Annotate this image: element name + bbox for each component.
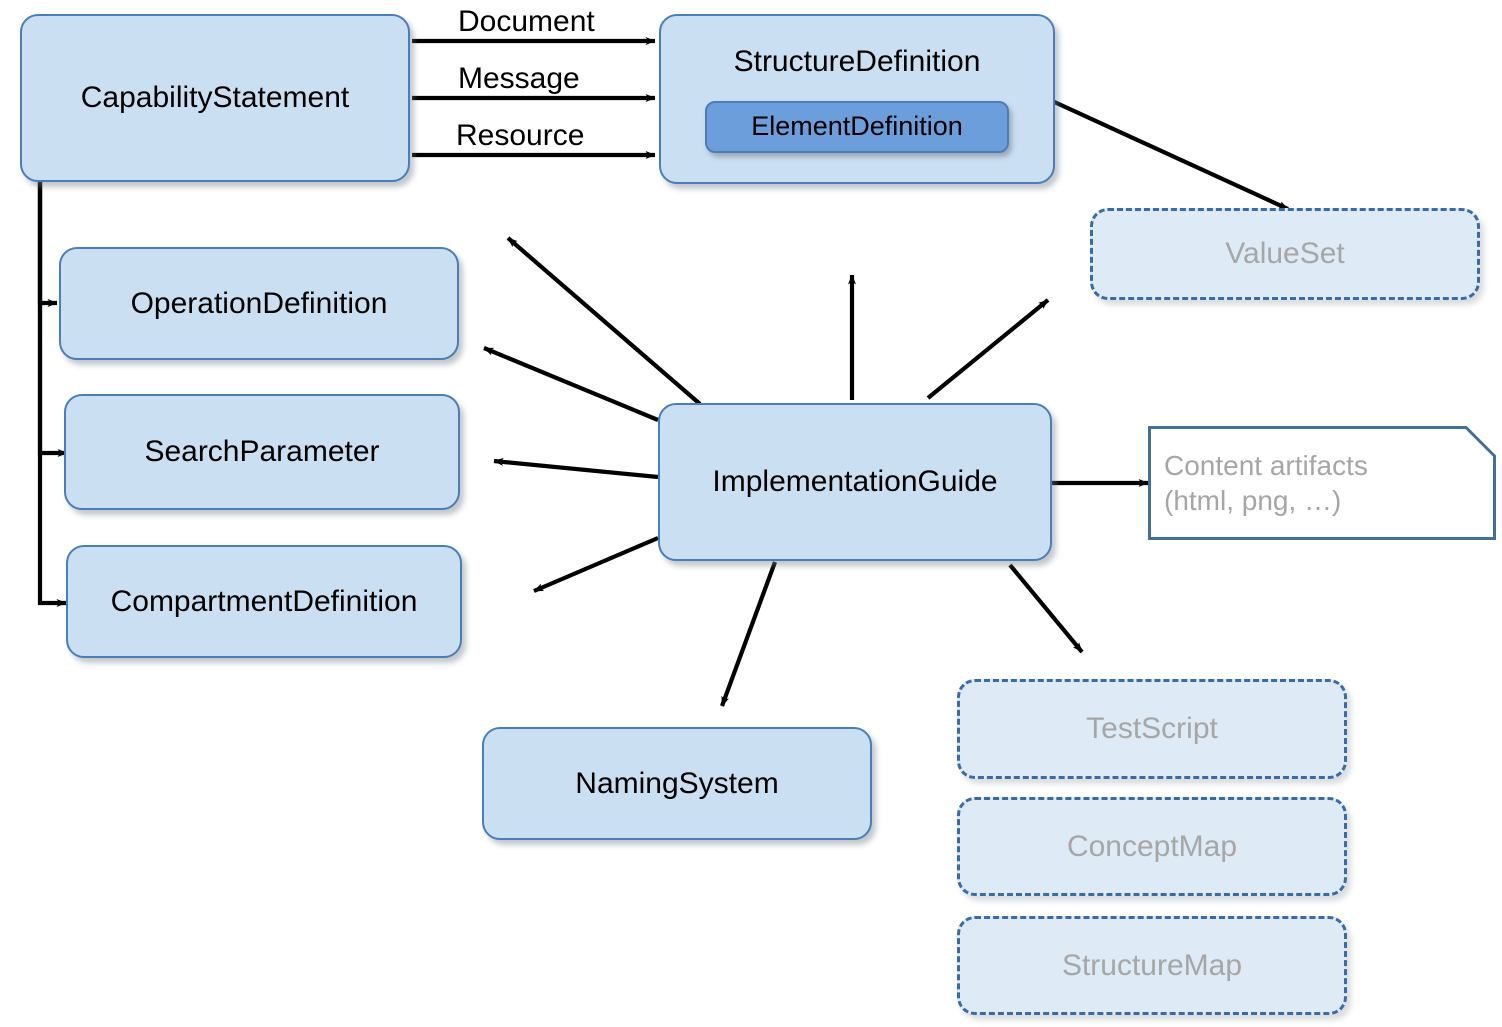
node-concept-map[interactable]: ConceptMap	[957, 797, 1347, 896]
edge-label-message: Message	[458, 62, 580, 95]
node-naming-system[interactable]: NamingSystem	[482, 727, 872, 840]
node-structure-definition[interactable]: StructureDefinition ElementDefinition	[659, 14, 1055, 184]
node-element-definition[interactable]: ElementDefinition	[705, 101, 1009, 154]
node-label: ValueSet	[1225, 237, 1345, 271]
node-search-parameter[interactable]: SearchParameter	[64, 394, 460, 510]
node-implementation-guide[interactable]: ImplementationGuide	[658, 403, 1052, 561]
node-label: ElementDefinition	[751, 111, 963, 142]
node-label: ImplementationGuide	[712, 465, 998, 499]
edge-label-document: Document	[458, 5, 595, 38]
note-line-1: Content artifacts	[1164, 450, 1368, 481]
edge-ig-to-valueset	[926, 298, 1050, 400]
edge-label-resource: Resource	[456, 119, 585, 152]
node-label: SearchParameter	[144, 435, 380, 469]
note-text: Content artifacts (html, png, …)	[1148, 426, 1496, 540]
node-test-script[interactable]: TestScript	[957, 679, 1347, 779]
node-value-set[interactable]: ValueSet	[1090, 208, 1480, 300]
node-capability-statement[interactable]: CapabilityStatement	[20, 14, 410, 182]
node-label: CapabilityStatement	[80, 81, 350, 115]
node-label: ConceptMap	[1066, 829, 1238, 863]
node-compartment-definition[interactable]: CompartmentDefinition	[66, 545, 462, 658]
edge-capability-to-compartment	[37, 182, 67, 607]
edge-ig-to-capability	[506, 236, 702, 406]
node-label: OperationDefinition	[130, 286, 388, 320]
node-label: StructureDefinition	[733, 45, 981, 78]
node-label: CompartmentDefinition	[110, 584, 418, 618]
note-line-2: (html, png, …)	[1164, 485, 1342, 516]
edge-ig-to-search	[493, 457, 659, 480]
edge-ig-to-compartment	[533, 536, 659, 593]
edge-structure-to-valueset	[1049, 98, 1289, 211]
node-structure-map[interactable]: StructureMap	[957, 916, 1347, 1015]
node-content-artifacts[interactable]: Content artifacts (html, png, …)	[1148, 426, 1496, 540]
edge-ig-to-namingsystem	[720, 561, 777, 707]
node-label: NamingSystem	[575, 766, 779, 800]
node-label: TestScript	[1086, 712, 1218, 746]
edge-ig-to-operation	[483, 346, 659, 422]
node-operation-definition[interactable]: OperationDefinition	[59, 247, 459, 360]
edge-capability-to-operation	[37, 182, 58, 307]
node-label: StructureMap	[1061, 948, 1243, 982]
note-shape	[1148, 426, 1496, 540]
edge-ig-to-testscript	[1008, 563, 1084, 654]
